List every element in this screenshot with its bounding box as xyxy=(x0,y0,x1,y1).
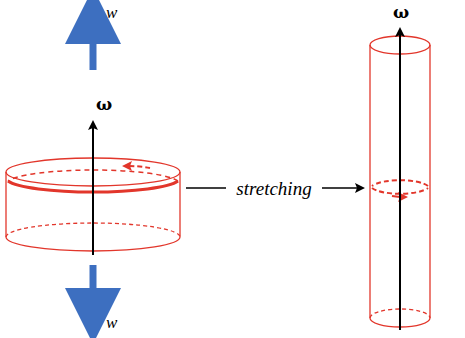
force-label: w xyxy=(106,314,117,331)
pull-arrow xyxy=(90,265,97,316)
force-label: w xyxy=(106,4,117,21)
process-arrow xyxy=(186,187,226,189)
process-label: stretching xyxy=(234,179,313,198)
vorticity-axis xyxy=(92,123,94,255)
vorticity-label: ω xyxy=(96,96,112,113)
pull-arrow xyxy=(90,16,97,70)
vorticity-axis xyxy=(399,30,401,330)
process-arrow xyxy=(322,187,362,189)
vorticity-label: ω xyxy=(393,4,409,21)
